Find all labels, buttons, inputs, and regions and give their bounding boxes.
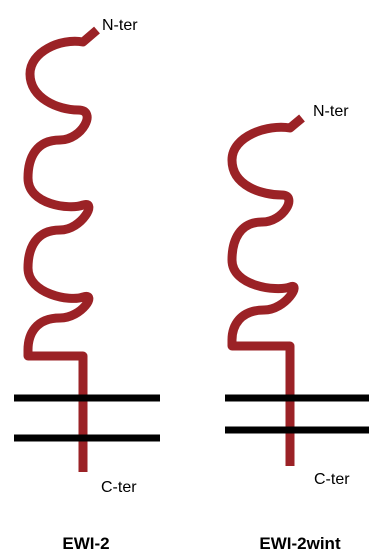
ewi2wint-name-label: EWI-2wint (259, 534, 341, 553)
ewi2wint-n-terminus-label: N-ter (313, 103, 349, 120)
ewi2-name-label: EWI-2 (62, 534, 109, 553)
ewi2-ig-domain-chain (28, 30, 97, 472)
ewi2wint-ig-domain-chain (232, 118, 302, 466)
ewi2wint-c-terminus-label: C-ter (314, 471, 350, 488)
ewi2-n-terminus-label: N-ter (102, 17, 138, 34)
protein-ewi2: N-ter C-ter EWI-2 (14, 17, 160, 553)
ewi2-c-terminus-label: C-ter (101, 479, 137, 496)
protein-ewi2wint: N-ter C-ter EWI-2wint (225, 103, 369, 553)
